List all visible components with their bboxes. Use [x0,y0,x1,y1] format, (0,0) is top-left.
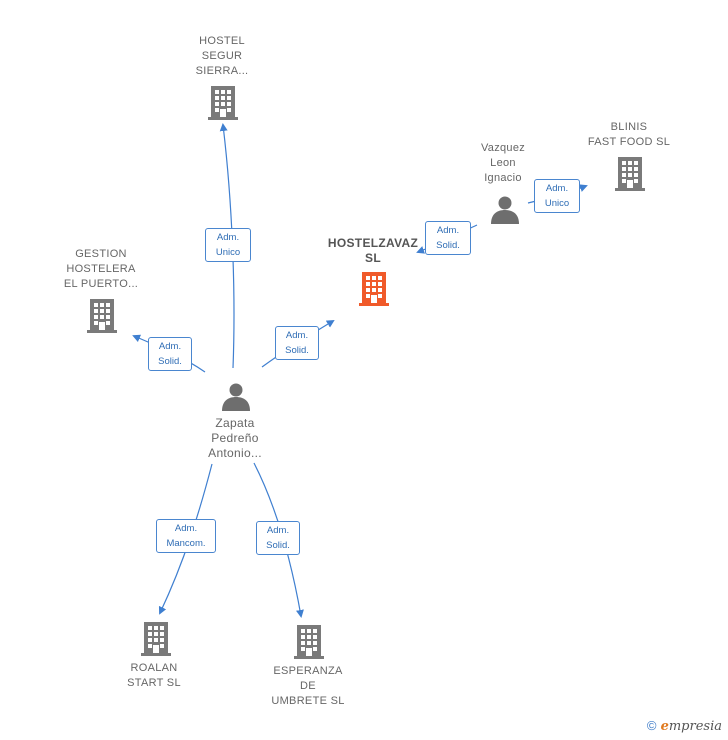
role-box-gestion[interactable]: Adm. Solid. [148,337,192,371]
building-icon[interactable] [140,620,172,656]
building-icon[interactable] [293,623,325,659]
role-box-hostelzavaz-vazquez[interactable]: Adm. Solid. [425,221,471,255]
role-box-hostel-segur[interactable]: Adm. Unico [205,228,251,262]
building-icon[interactable] [86,297,118,333]
brand-logo: © empresia [646,718,722,734]
role-box-roalan[interactable]: Adm. Mancom. [156,519,216,553]
person-icon[interactable] [221,381,251,411]
building-icon-main[interactable] [358,270,390,306]
node-label-roalan[interactable]: ROALAN START SL [127,662,181,689]
node-label-vazquez[interactable]: Vazquez Leon Ignacio [480,142,526,184]
role-box-blinis[interactable]: Adm. Unico [534,179,580,213]
node-label-zapata[interactable]: Zapata Pedreño Antonio... [208,416,262,460]
node-label-gestion[interactable]: GESTION HOSTELERA EL PUERTO... [63,248,139,290]
person-icon[interactable] [490,194,520,224]
role-box-hostelzavaz-zapata[interactable]: Adm. Solid. [275,326,319,360]
node-label-hostelzavaz[interactable]: HOSTELZAVAZ SL [327,236,419,265]
building-icon[interactable] [207,84,239,120]
role-box-esperanza[interactable]: Adm. Solid. [256,521,300,555]
building-icon[interactable] [614,155,646,191]
copyright-icon: © [646,718,657,733]
node-label-esperanza[interactable]: ESPERANZA DE UMBRETE SL [271,665,345,707]
node-label-blinis[interactable]: BLINIS FAST FOOD SL [587,121,671,148]
node-label-hostel-segur[interactable]: HOSTEL SEGUR SIERRA... [195,35,249,77]
